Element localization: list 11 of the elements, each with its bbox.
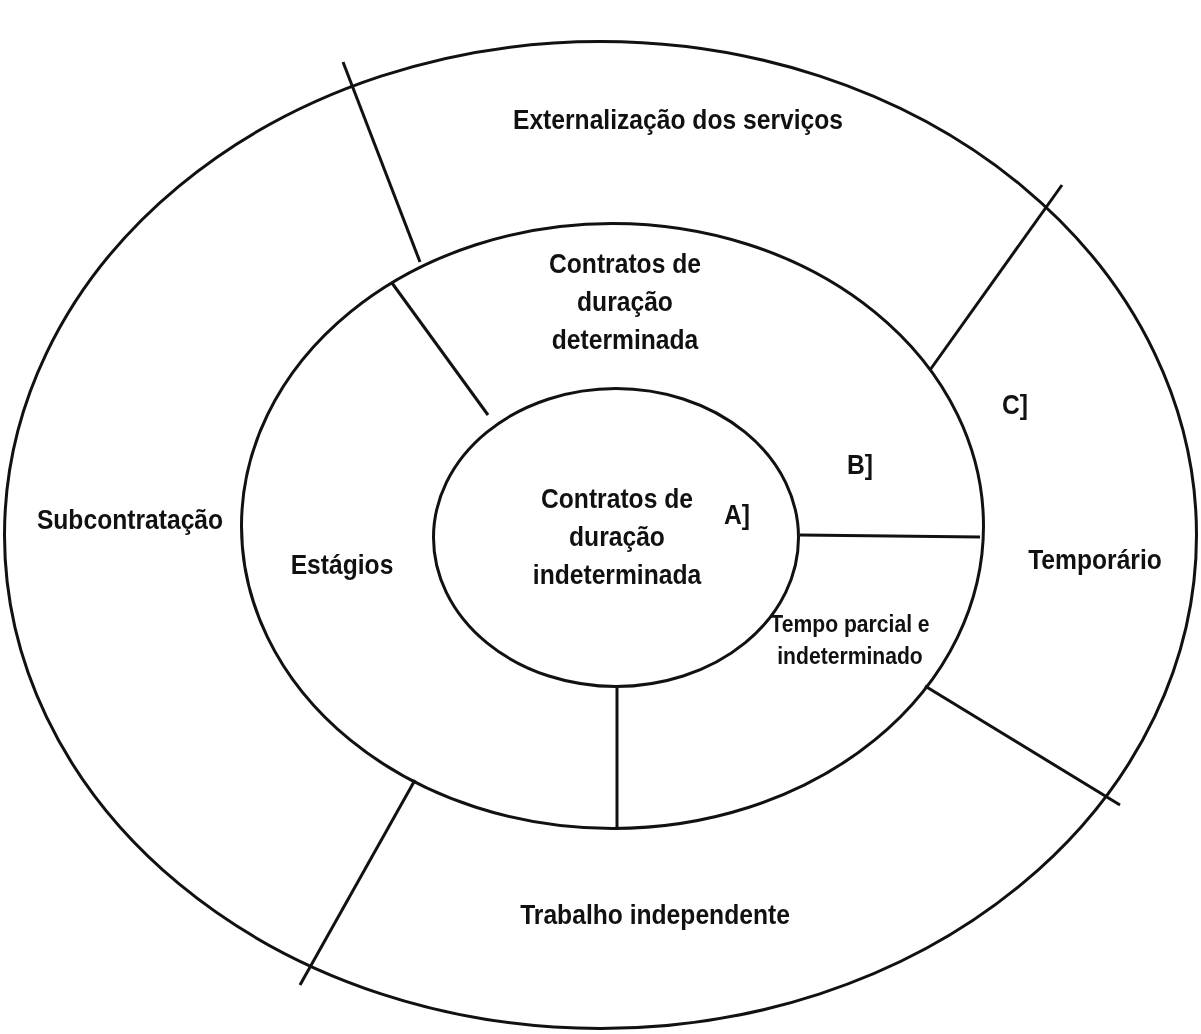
sector-label: Externalização dos serviços bbox=[511, 103, 845, 137]
region-label: Contratos de duração indeterminada bbox=[531, 482, 703, 592]
sector-label: Trabalho independente bbox=[519, 898, 791, 932]
sector-label: Tempo parcial e indeterminado bbox=[769, 609, 931, 671]
sector-label: Contratos de duração determinada bbox=[548, 247, 702, 357]
ring-label: B] bbox=[846, 448, 874, 482]
ring-label: A] bbox=[723, 498, 751, 532]
sector-label: Subcontratação bbox=[35, 503, 225, 537]
sector-label: Temporário bbox=[1027, 543, 1163, 577]
ring-label: C] bbox=[1001, 388, 1029, 422]
sector-label: Estágios bbox=[289, 548, 395, 582]
